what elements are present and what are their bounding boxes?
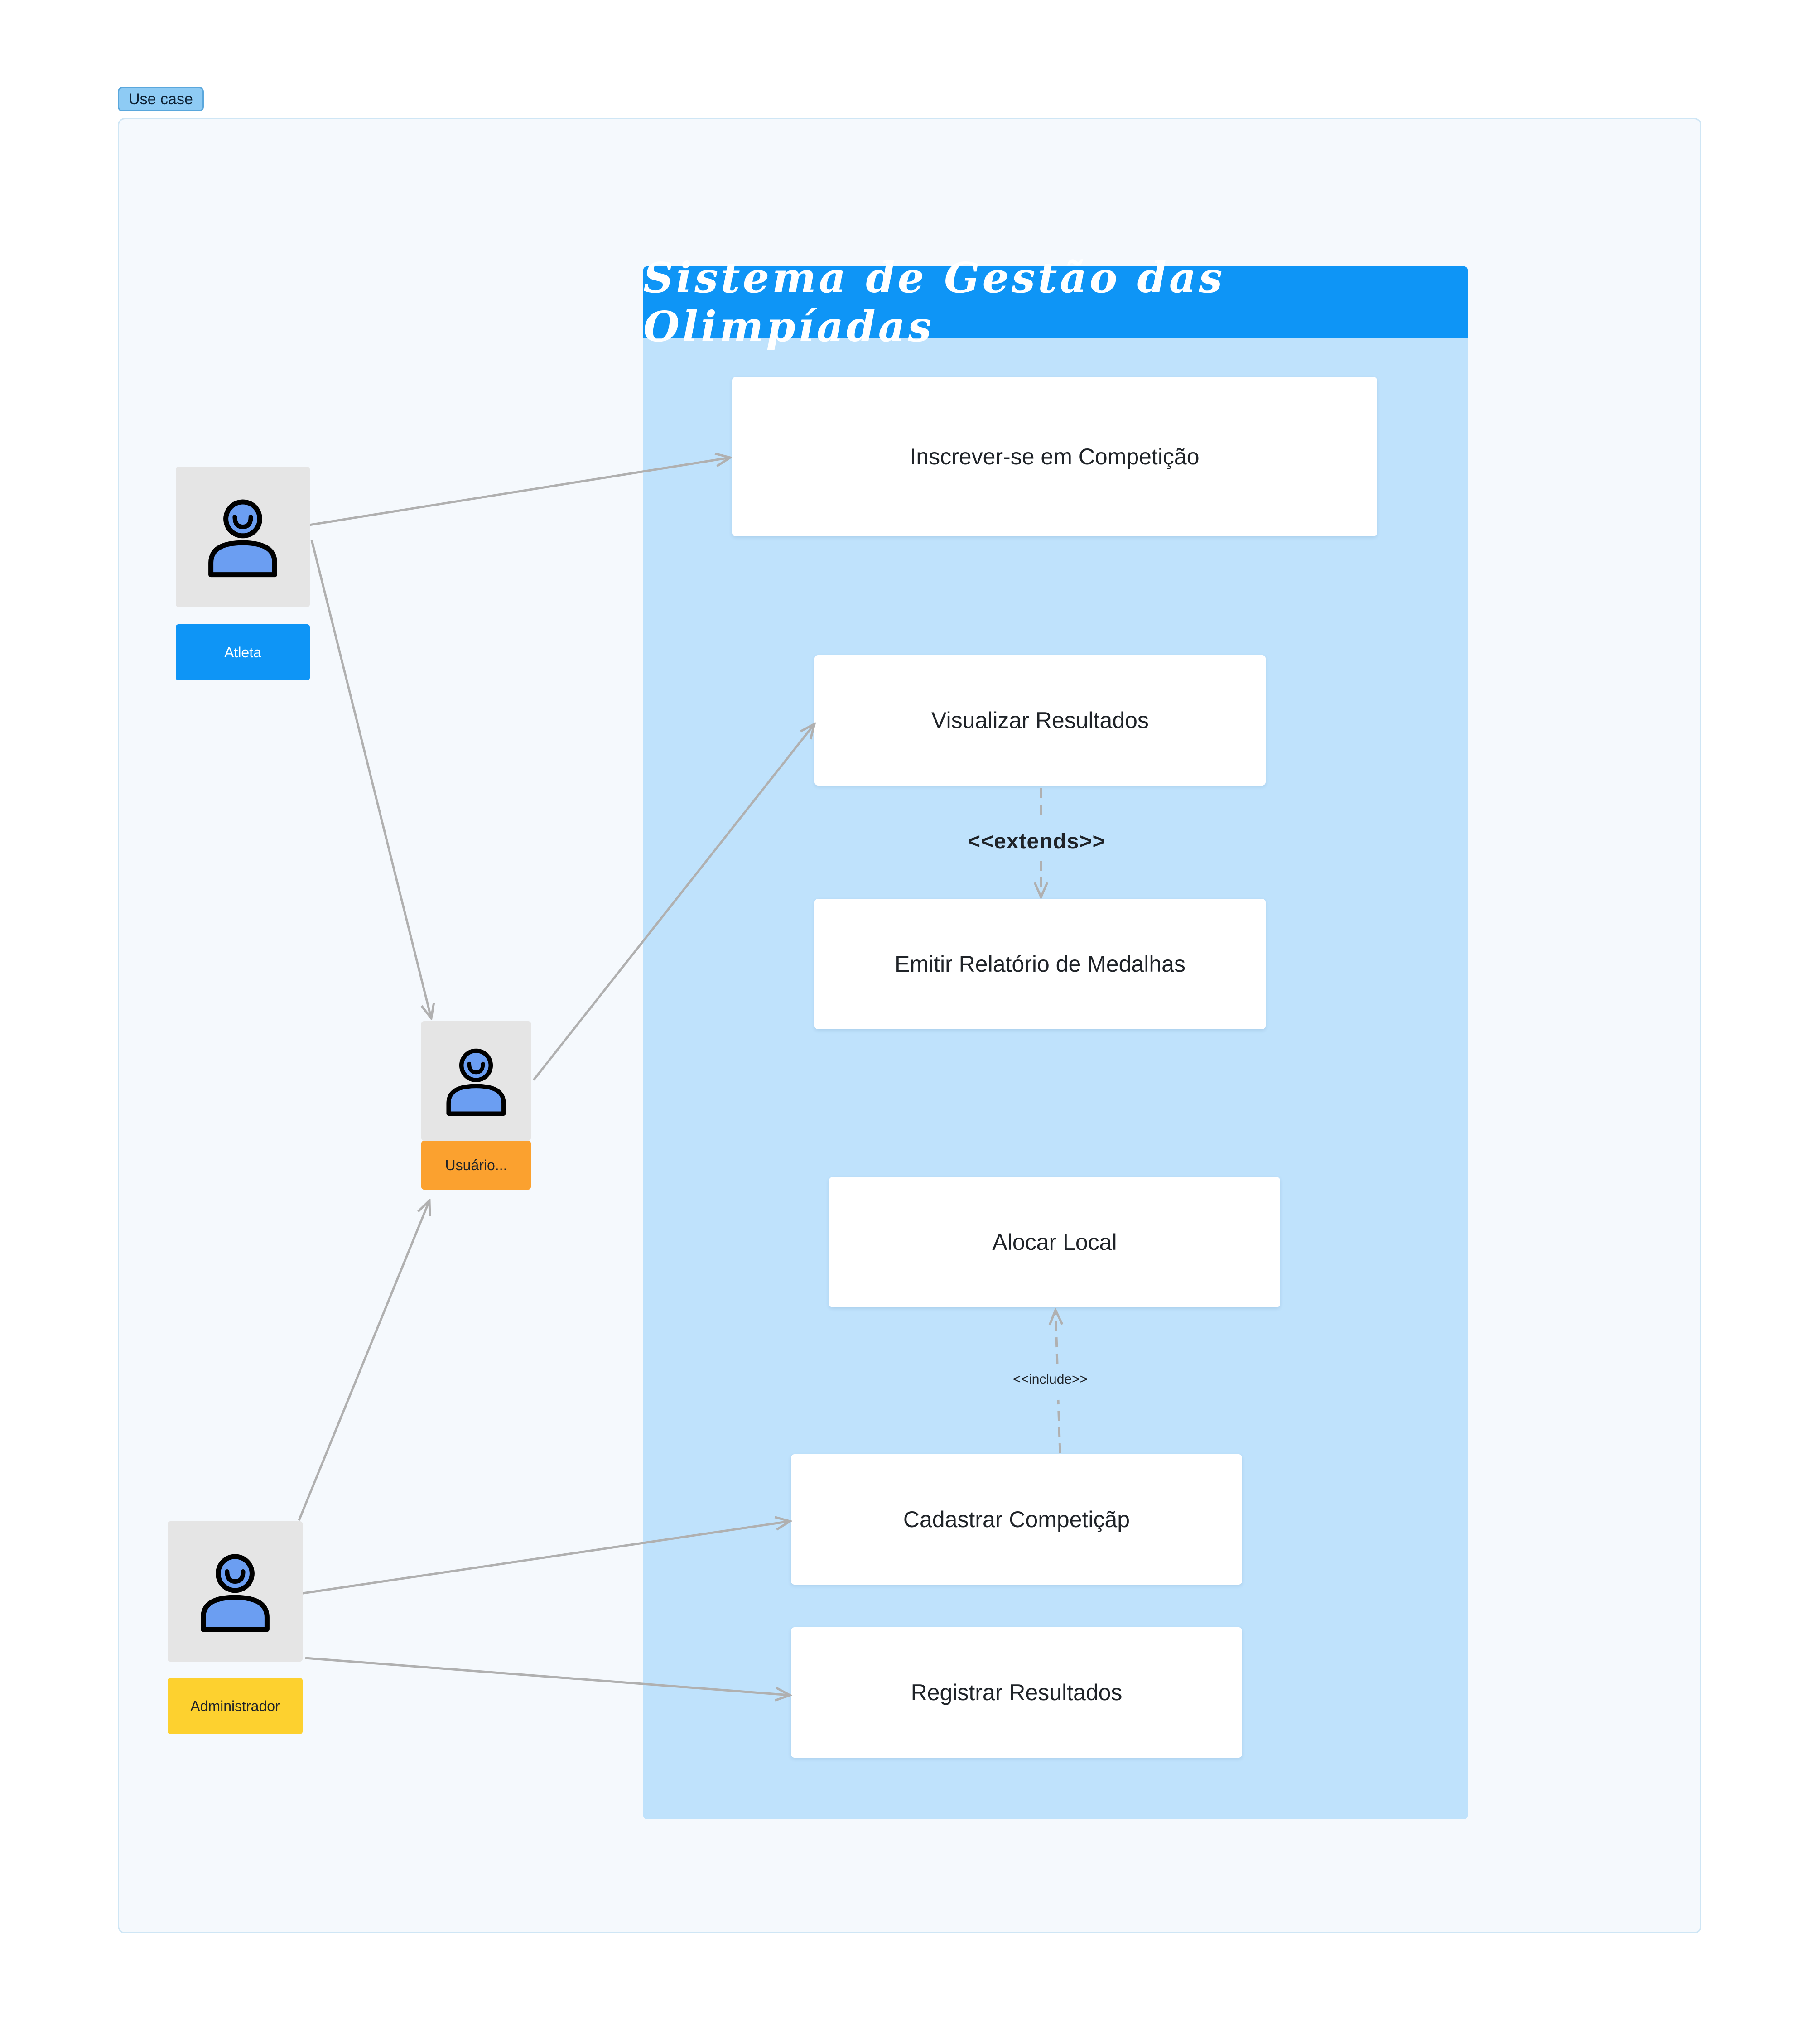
system-header: Sistema de Gestão das Olimpíadas [643, 253, 1468, 351]
usecase-inscrever-label: Inscrever-se em Competição [910, 444, 1200, 469]
usecase-cadastrar-label: Cadastrar Competiçãp [903, 1507, 1130, 1532]
connector-atleta-inscrever [306, 458, 730, 527]
usecase-inscrever[interactable]: Inscrever-se em Competição [732, 377, 1377, 536]
frame-tag[interactable]: Use case [118, 87, 204, 111]
actor-administrador[interactable] [168, 1521, 303, 1662]
usecase-visualizar-label: Visualizar Resultados [931, 708, 1149, 733]
usecase-visualizar[interactable]: Visualizar Resultados [814, 655, 1266, 786]
usecase-registrar[interactable]: Registrar Resultados [791, 1627, 1242, 1758]
usecase-emitir[interactable]: Emitir Relatório de Medalhas [814, 899, 1266, 1029]
actor-administrador-label-text: Administrador [190, 1697, 280, 1714]
connector-admin-usuario [298, 1200, 429, 1521]
usecase-cadastrar[interactable]: Cadastrar Competiçãp [791, 1454, 1242, 1585]
person-icon [446, 1048, 506, 1116]
connector-include-bottom [1057, 1399, 1061, 1454]
usecase-alocar[interactable]: Alocar Local [829, 1177, 1280, 1307]
usecase-emitir-label: Emitir Relatório de Medalhas [895, 951, 1186, 977]
actor-administrador-label: Administrador [168, 1678, 303, 1734]
usecase-alocar-label: Alocar Local [992, 1229, 1117, 1255]
actor-usuario-label-text: Usuário... [445, 1157, 507, 1173]
connector-include-top [1055, 1310, 1057, 1364]
actor-atleta-label: Atleta [176, 624, 310, 680]
actor-usuario-label: Usuário... [421, 1141, 531, 1190]
person-icon [208, 499, 277, 578]
connector-atleta-usuario [310, 540, 431, 1018]
actor-atleta-label-text: Atleta [224, 644, 261, 660]
connector-usuario-visualizar [533, 724, 814, 1081]
actor-usuario[interactable] [421, 1021, 531, 1141]
usecase-registrar-label: Registrar Resultados [911, 1680, 1123, 1705]
extends-label: <<extends>> [968, 829, 1106, 853]
actor-atleta[interactable] [176, 467, 310, 607]
connector-admin-cadastrar [299, 1521, 790, 1595]
person-icon [201, 1554, 270, 1632]
system-title: Sistema de Gestão das Olimpíadas [643, 253, 1225, 351]
include-label: <<include>> [1013, 1372, 1088, 1387]
connector-admin-registrar [305, 1657, 790, 1695]
